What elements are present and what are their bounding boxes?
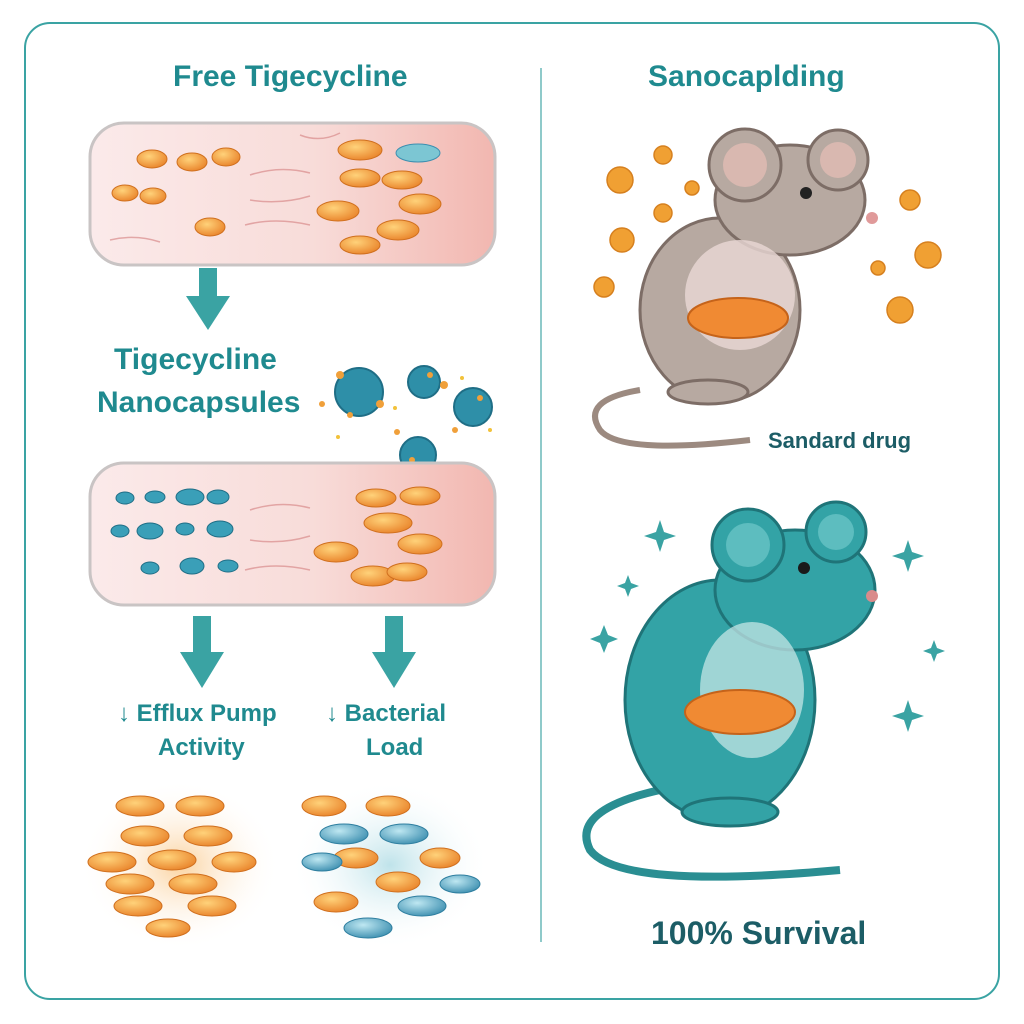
nanocapsule-tissue-panel — [88, 461, 497, 607]
untreated-mouse — [592, 127, 878, 449]
bacterium — [316, 200, 360, 222]
efflux-label-line2: Activity — [158, 734, 245, 761]
efflux-bacteria-cluster — [80, 780, 280, 950]
bacterium — [194, 217, 226, 237]
bacterium — [337, 139, 383, 161]
bacterium — [381, 170, 423, 190]
bacterium — [211, 147, 241, 167]
arrow-down-icon — [186, 268, 230, 330]
left-panel-title: Free Tigecycline — [173, 60, 408, 93]
bacterial-label-line1: ↓ Bacterial — [326, 700, 447, 727]
standard-drug-label: Sandard drug — [768, 428, 912, 453]
bacterium — [139, 187, 167, 205]
panel-divider — [540, 68, 542, 942]
bacterial-label-line2: Load — [366, 734, 424, 761]
arrow-down-icon — [180, 616, 224, 688]
bacterium — [136, 149, 168, 169]
bacterium — [176, 152, 208, 172]
arrow-down-icon — [372, 616, 416, 688]
treated-mouse — [582, 500, 878, 881]
bacterium — [111, 184, 139, 202]
sparkle-icons — [590, 520, 945, 732]
nanocapsule-label-line2: Nanocapsules — [97, 386, 301, 419]
bacterium — [339, 235, 381, 255]
bacterium — [376, 219, 420, 241]
bacterium — [398, 193, 442, 215]
right-panel-title: Sanocaplding — [648, 60, 845, 93]
free-drug-tissue-panel — [88, 121, 497, 267]
diagram-frame — [24, 22, 1000, 1000]
bacterium-blue — [395, 143, 441, 163]
survival-label: 100% Survival — [651, 915, 867, 951]
virus-particles — [593, 145, 942, 324]
bacterium — [339, 168, 381, 188]
nanocapsule-label-line1: Tigecycline — [114, 343, 277, 376]
bacterial-load-cluster — [290, 780, 490, 950]
efflux-label-line1: ↓ Efflux Pump — [118, 700, 277, 727]
